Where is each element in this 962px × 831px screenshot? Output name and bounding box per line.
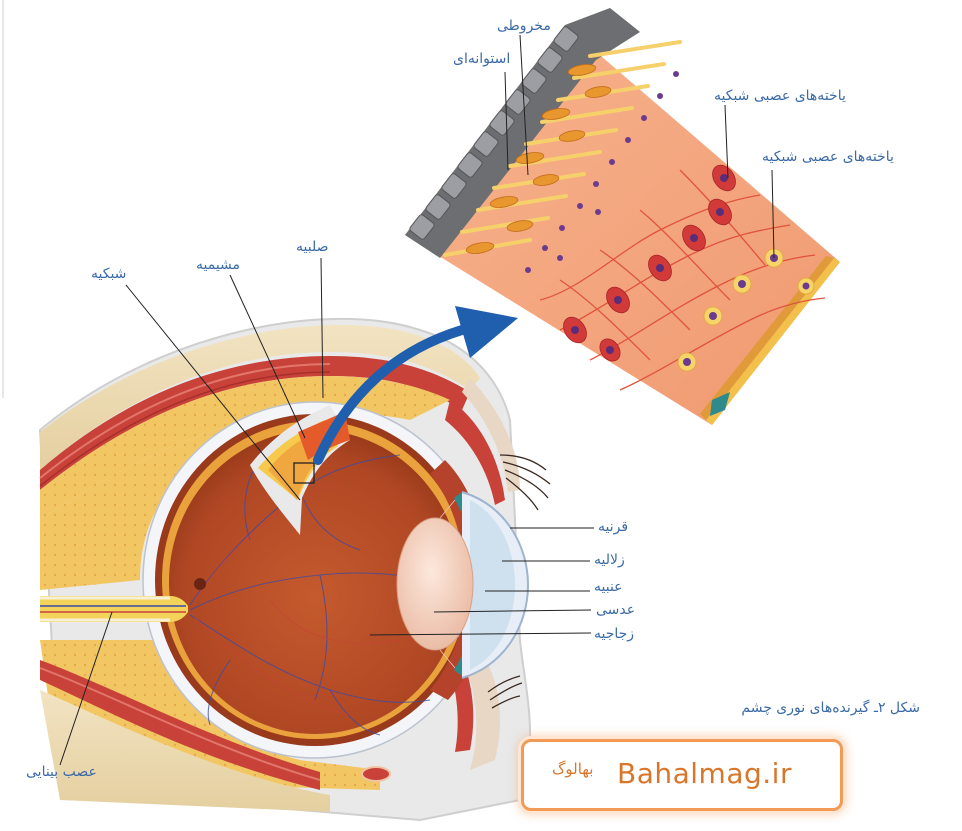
label-aqueous-humor: زلالیه	[594, 552, 625, 568]
label-retina: شبکیه	[91, 266, 127, 282]
label-sclera: صلبیه	[296, 239, 329, 255]
watermark-box	[521, 739, 843, 811]
watermark-script-mark: بهالوگ	[552, 760, 594, 778]
eyeball	[40, 401, 530, 759]
label-rod: استوانه‌ای	[453, 51, 511, 67]
label-lens: عدسی	[596, 602, 636, 618]
label-retina-neurons-1: یاخته‌های عصبی شبکیه	[714, 88, 846, 104]
label-cornea: قرنیه	[598, 519, 629, 535]
label-choroid: مشیمیه	[196, 257, 241, 273]
label-optic-nerve: عصب بینایی	[26, 764, 97, 780]
pointer-lines	[59, 34, 775, 766]
figure-caption: شکل ۲ـ گیرنده‌های نوری چشم	[741, 700, 920, 716]
label-retina-neurons-2: یاخته‌های عصبی شبکیه	[762, 149, 894, 165]
watermark-text: Bahalmag.ir	[617, 757, 792, 790]
zoom-arrow	[313, 306, 518, 465]
label-iris: عنبیه	[594, 579, 623, 595]
label-vitreous: زجاجیه	[594, 626, 635, 642]
retina-magnified	[405, 8, 840, 425]
label-cone: مخروطی	[497, 18, 551, 34]
